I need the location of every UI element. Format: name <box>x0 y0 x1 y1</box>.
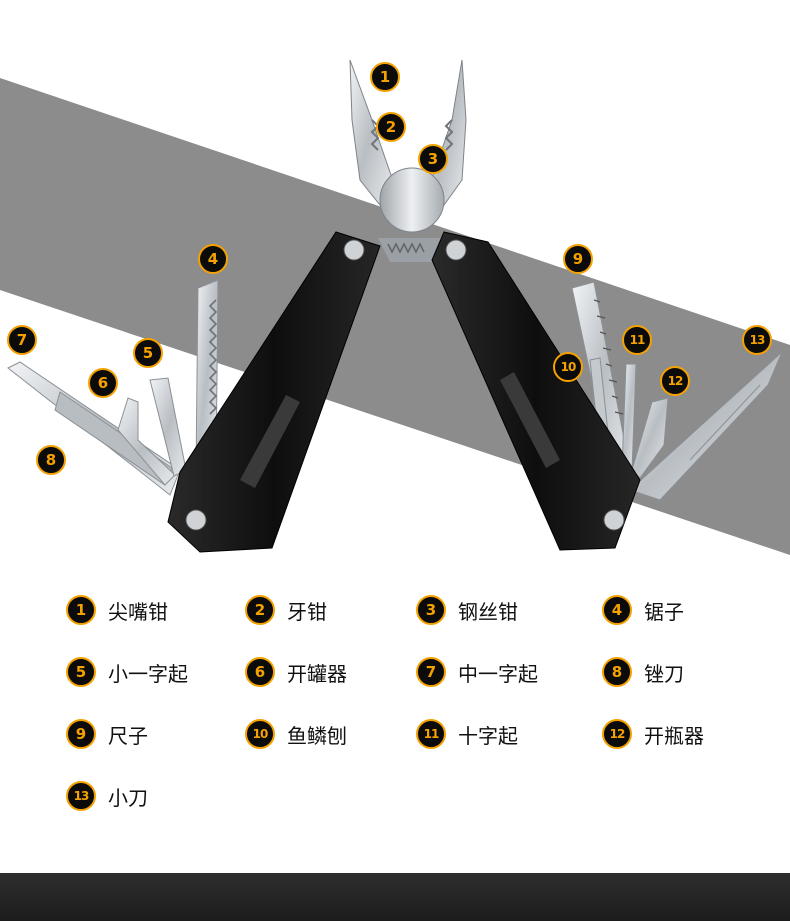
multitool-illustration <box>0 59 790 555</box>
legend-badge: 1 <box>66 595 96 625</box>
callout-badge: 9 <box>563 244 593 274</box>
callout-badge: 1 <box>370 62 400 92</box>
legend-item: 13 小刀 <box>66 779 148 813</box>
callout-badge: 3 <box>418 144 448 174</box>
legend-badge: 2 <box>245 595 275 625</box>
legend-badge: 9 <box>66 719 96 749</box>
callout-badge: 7 <box>7 325 37 355</box>
legend-item: 5 小一字起 <box>66 655 188 689</box>
legend-badge: 3 <box>416 595 446 625</box>
legend-item: 10 鱼鳞刨 <box>245 717 347 751</box>
legend-item: 6 开罐器 <box>245 655 347 689</box>
callout-badge: 8 <box>36 445 66 475</box>
right-handle <box>431 231 641 551</box>
callout-badge: 6 <box>88 368 118 398</box>
callout-badge: 11 <box>622 325 652 355</box>
legend-item: 12 开瓶器 <box>602 717 704 751</box>
legend-badge: 5 <box>66 657 96 687</box>
legend-label: 鱼鳞刨 <box>287 723 347 748</box>
legend-item: 2 牙钳 <box>245 593 327 627</box>
legend-badge: 7 <box>416 657 446 687</box>
legend-label: 小刀 <box>108 785 148 810</box>
legend-label: 尖嘴钳 <box>108 599 168 624</box>
legend-label: 十字起 <box>458 723 518 748</box>
left-tools <box>7 279 219 496</box>
legend-badge: 8 <box>602 657 632 687</box>
callout-badge: 2 <box>376 112 406 142</box>
legend-badge: 12 <box>602 719 632 749</box>
legend-label: 尺子 <box>108 723 148 748</box>
legend-badge: 11 <box>416 719 446 749</box>
legend-label: 中一字起 <box>458 661 538 686</box>
legend-item: 7 中一字起 <box>416 655 538 689</box>
callout-badge: 12 <box>660 366 690 396</box>
legend-label: 钢丝钳 <box>458 599 518 624</box>
legend-badge: 6 <box>245 657 275 687</box>
legend-badge: 13 <box>66 781 96 811</box>
legend-label: 开瓶器 <box>644 723 704 748</box>
callout-badge: 4 <box>198 244 228 274</box>
callout-badge: 5 <box>133 338 163 368</box>
tool-legend: 1 尖嘴钳 2 牙钳 3 钢丝钳 4 锯子 5 小一字起 6 开罐器 7 中一字… <box>0 588 790 828</box>
legend-label: 锉刀 <box>644 661 684 686</box>
callout-badge: 10 <box>553 352 583 382</box>
legend-badge: 4 <box>602 595 632 625</box>
legend-label: 开罐器 <box>287 661 347 686</box>
legend-item: 4 锯子 <box>602 593 684 627</box>
footer-bar <box>0 873 790 921</box>
product-photo: 1 2 3 4 5 6 7 8 9 10 11 12 13 <box>0 59 790 555</box>
legend-item: 3 钢丝钳 <box>416 593 518 627</box>
legend-label: 牙钳 <box>287 599 327 624</box>
legend-item: 8 锉刀 <box>602 655 684 689</box>
legend-label: 小一字起 <box>108 661 188 686</box>
legend-item: 1 尖嘴钳 <box>66 593 168 627</box>
legend-item: 9 尺子 <box>66 717 148 751</box>
left-handle <box>167 231 381 553</box>
legend-label: 锯子 <box>644 599 684 624</box>
legend-item: 11 十字起 <box>416 717 518 751</box>
legend-badge: 10 <box>245 719 275 749</box>
callout-badge: 13 <box>742 325 772 355</box>
